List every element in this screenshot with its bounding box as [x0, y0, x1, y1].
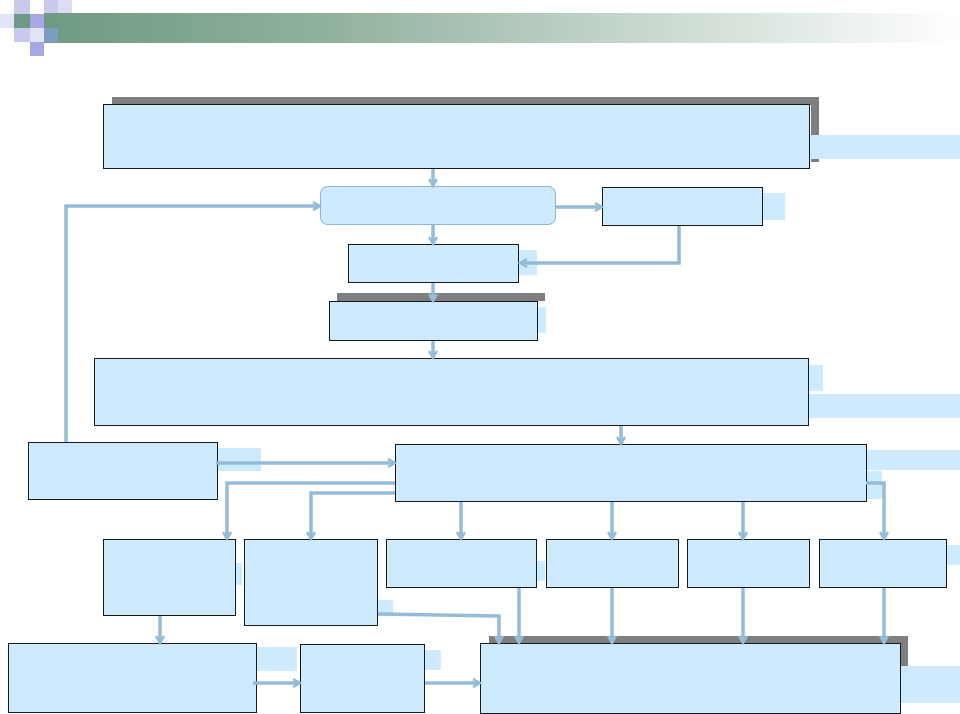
connector-arrow [64, 206, 319, 442]
flow-node-15 [8, 643, 257, 713]
flow-node-16 [300, 644, 425, 713]
flow-node-9 [103, 539, 236, 616]
decor-square [14, 28, 30, 42]
box-shadow [811, 97, 819, 162]
decor-square [14, 14, 30, 28]
flow-node-6 [94, 358, 809, 426]
box-extension [536, 307, 546, 333]
box-extension [808, 365, 823, 391]
box-extension [898, 666, 960, 703]
box-extension [255, 647, 297, 671]
flow-node-3 [602, 187, 763, 226]
box-extension [805, 135, 960, 159]
box-shadow [337, 293, 545, 301]
box-shadow [112, 97, 819, 105]
box-extension [376, 600, 393, 616]
decor-square [30, 28, 44, 42]
decor-square [44, 0, 58, 13]
box-extension [234, 563, 242, 585]
box-shadow [489, 636, 908, 644]
header-gradient-bar [44, 13, 960, 43]
flow-node-7 [28, 442, 218, 500]
decor-square [0, 14, 14, 28]
box-extension [762, 193, 785, 220]
box-extension [423, 650, 441, 670]
flow-node-13 [687, 539, 810, 588]
box-extension [864, 471, 882, 499]
connector-arrow [377, 612, 499, 642]
box-extension [535, 561, 545, 581]
box-shadow [900, 636, 908, 666]
connector-arrow [311, 491, 395, 538]
box-extension [864, 450, 960, 470]
decor-square [30, 42, 44, 56]
connector-arrow [866, 481, 884, 538]
decor-square [30, 14, 44, 28]
box-extension [945, 545, 960, 565]
flow-node-5 [329, 301, 538, 341]
connector-arrow [227, 481, 395, 538]
decor-square [58, 0, 72, 13]
flow-node-8 [395, 444, 867, 502]
decor-square [44, 28, 58, 42]
decor-square [14, 0, 30, 14]
header-band [0, 0, 960, 60]
box-extension [808, 394, 960, 418]
flow-node-1 [103, 104, 810, 169]
flow-node-2 [320, 186, 556, 225]
flow-node-10 [244, 539, 378, 626]
connector-arrow [521, 226, 681, 263]
flow-node-11 [386, 539, 537, 588]
box-extension [216, 448, 261, 471]
